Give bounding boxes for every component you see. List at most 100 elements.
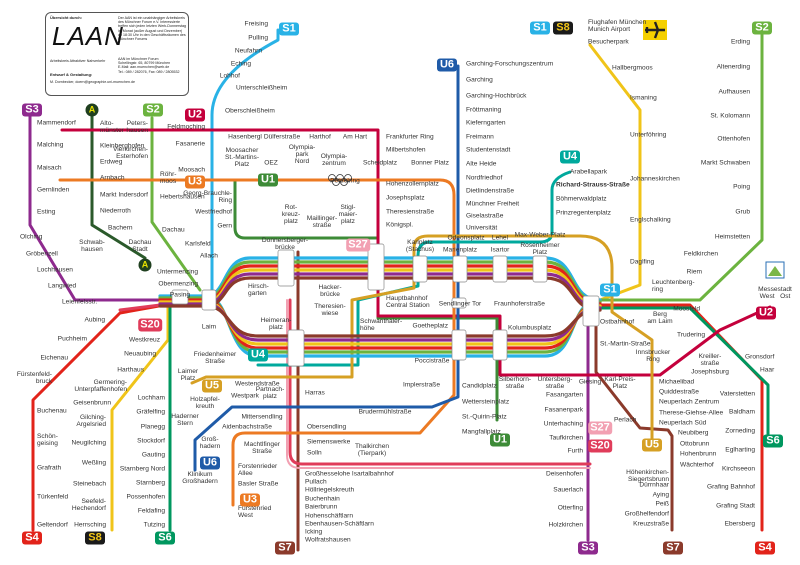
station-label[interactable]: Höllriegelskreuth	[305, 486, 355, 494]
station-label[interactable]: Olympia- park Nord	[288, 144, 316, 166]
station-label[interactable]: Gernlinden	[37, 186, 70, 194]
station-label[interactable]: Oberschleißheim	[225, 107, 275, 115]
station-label[interactable]: Obermenzing	[158, 280, 198, 288]
line-badge-u6[interactable]: U6	[200, 456, 220, 470]
line-badge-u4[interactable]: U4	[560, 150, 580, 164]
station-label[interactable]: Schön- geising	[37, 432, 58, 447]
station-label[interactable]: Westkreuz	[128, 336, 160, 344]
station-label[interactable]: Gronsdorf	[745, 353, 775, 361]
station-label[interactable]: Quiddestraße	[659, 388, 699, 396]
station-label[interactable]: Fasangarten	[545, 391, 583, 399]
station-label[interactable]: Kleinberghofen	[100, 142, 145, 150]
station-box[interactable]	[582, 295, 600, 327]
station-label[interactable]: Daglfing	[630, 258, 655, 266]
station-label[interactable]: Eching	[230, 60, 251, 68]
station-label[interactable]: Obersendling	[307, 423, 347, 431]
station-label[interactable]: Schwab- hausen	[79, 238, 105, 253]
station-label[interactable]: Johanneskirchen	[630, 175, 680, 183]
station-label[interactable]: Lehel	[491, 234, 509, 242]
station-label[interactable]: Hallbergmoos	[612, 64, 653, 72]
station-label[interactable]: Alte Heide	[466, 160, 497, 168]
station-label[interactable]: Olching	[20, 233, 43, 241]
station-label[interactable]: Richard-Strauss-Straße	[556, 181, 630, 189]
station-label[interactable]: Westendstraße	[235, 380, 280, 388]
line-badge-u6[interactable]: U6	[437, 58, 457, 72]
station-label[interactable]: Olympia- zentrum	[320, 152, 348, 167]
station-label[interactable]: Trudering	[677, 331, 705, 339]
station-label[interactable]: Hohenschäftlarn	[305, 512, 354, 520]
station-label[interactable]: Flughafen München Munich Airport	[588, 18, 647, 33]
line-badge-s2[interactable]: S2	[752, 21, 772, 35]
line-badge-s7[interactable]: S7	[663, 541, 683, 555]
station-label[interactable]: Großhesselohe Isartalbahnhof	[305, 470, 394, 478]
station-label[interactable]: Leienfelsstr.	[62, 298, 98, 306]
station-label[interactable]: Gilching- Argelsried	[76, 413, 106, 428]
station-label[interactable]: Baldham	[728, 408, 755, 416]
station-label[interactable]: Haar	[760, 366, 775, 374]
station-label[interactable]: Hauptbahnhof Central Station	[386, 294, 430, 309]
line-badge-a[interactable]: A	[138, 258, 152, 272]
station-label[interactable]: Dietlindenstraße	[466, 187, 515, 195]
station-label[interactable]: Mammendorf	[37, 119, 76, 127]
station-label[interactable]: Erding	[730, 38, 750, 46]
station-box[interactable]	[287, 329, 305, 367]
line-badge-s20[interactable]: S20	[588, 439, 612, 453]
station-label[interactable]: Isartor	[490, 246, 510, 254]
station-label[interactable]: Feldafing	[137, 507, 165, 515]
station-label[interactable]: Holzkirchen	[548, 521, 583, 529]
station-label[interactable]: Neuperlach Süd	[659, 419, 707, 427]
line-badge-s8[interactable]: S8	[85, 531, 105, 545]
line-badge-u3[interactable]: U3	[240, 493, 260, 507]
station-label[interactable]: Odeonsplatz	[447, 234, 485, 242]
station-label[interactable]: Geisenbrunn	[73, 399, 111, 407]
station-label[interactable]: St.-Martin-Straße	[600, 340, 651, 348]
station-label[interactable]: Fasanenpark	[544, 406, 584, 414]
line-badge-u3[interactable]: U3	[185, 175, 205, 189]
station-label[interactable]: Giesing	[578, 378, 602, 386]
station-label[interactable]: OEZ	[264, 159, 278, 167]
station-label[interactable]: Dachau Stadt	[128, 238, 152, 253]
station-label[interactable]: Fürstenfeld- bruck	[16, 370, 52, 385]
station-label[interactable]: Hasenbergl	[228, 133, 262, 141]
station-label[interactable]: Dachau	[162, 226, 185, 234]
station-label[interactable]: Donnersberger- brücke	[261, 236, 309, 251]
station-label[interactable]: Eglharting	[725, 446, 755, 454]
station-label[interactable]: Therese-Giehse-Allee	[659, 409, 724, 417]
station-label[interactable]: Bachern	[108, 224, 133, 232]
station-label[interactable]: Aufhausen	[718, 88, 750, 96]
station-label[interactable]: Kieferngarten	[466, 119, 506, 127]
station-label[interactable]: Tutzing	[143, 521, 165, 529]
station-label[interactable]: Harthof	[309, 133, 331, 141]
station-label[interactable]: Arabellapark	[570, 168, 608, 176]
station-label[interactable]: Markt Schwaben	[700, 159, 750, 167]
station-label[interactable]: Vierkirchen- Esterhofen	[112, 145, 148, 160]
station-label[interactable]: Deisenhofen	[545, 470, 583, 478]
station-label[interactable]: Untermenzing	[156, 268, 198, 276]
line-badge-s1[interactable]: S1	[600, 283, 620, 297]
line-badge-s20[interactable]: S20	[138, 318, 162, 332]
station-label[interactable]: Haderner Stern	[171, 412, 199, 427]
station-label[interactable]: Grafrath	[37, 464, 62, 472]
station-label[interactable]: Grub	[735, 208, 750, 216]
station-label[interactable]: Marienplatz	[442, 246, 478, 254]
station-label[interactable]: Lohhof	[219, 72, 240, 80]
station-label[interactable]: Aubing	[84, 316, 105, 324]
station-label[interactable]: Holzapfel- kreuth	[190, 395, 220, 410]
station-box[interactable]	[367, 243, 385, 291]
station-label[interactable]: Possenhofen	[126, 493, 166, 501]
station-label[interactable]: Wolfratshausen	[305, 536, 351, 544]
station-label[interactable]: Brudermühlstraße	[358, 408, 412, 416]
station-label[interactable]: Westpark	[231, 392, 259, 400]
station-label[interactable]: Sauerlach	[553, 486, 583, 494]
station-label[interactable]: Silberhorn- straße	[498, 375, 532, 390]
station-label[interactable]: Schwanthaler- höhe	[360, 317, 403, 332]
station-box[interactable]	[451, 297, 467, 309]
station-label[interactable]: Planegg	[140, 423, 165, 431]
station-label[interactable]: Unterschleißheim	[236, 84, 288, 92]
station-label[interactable]: Riem	[686, 268, 702, 276]
station-label[interactable]: Moosach	[178, 166, 205, 174]
line-badge-u5[interactable]: U5	[642, 438, 662, 452]
station-box[interactable]	[412, 255, 428, 283]
line-badge-u2[interactable]: U2	[756, 306, 776, 320]
station-box[interactable]	[452, 255, 468, 283]
